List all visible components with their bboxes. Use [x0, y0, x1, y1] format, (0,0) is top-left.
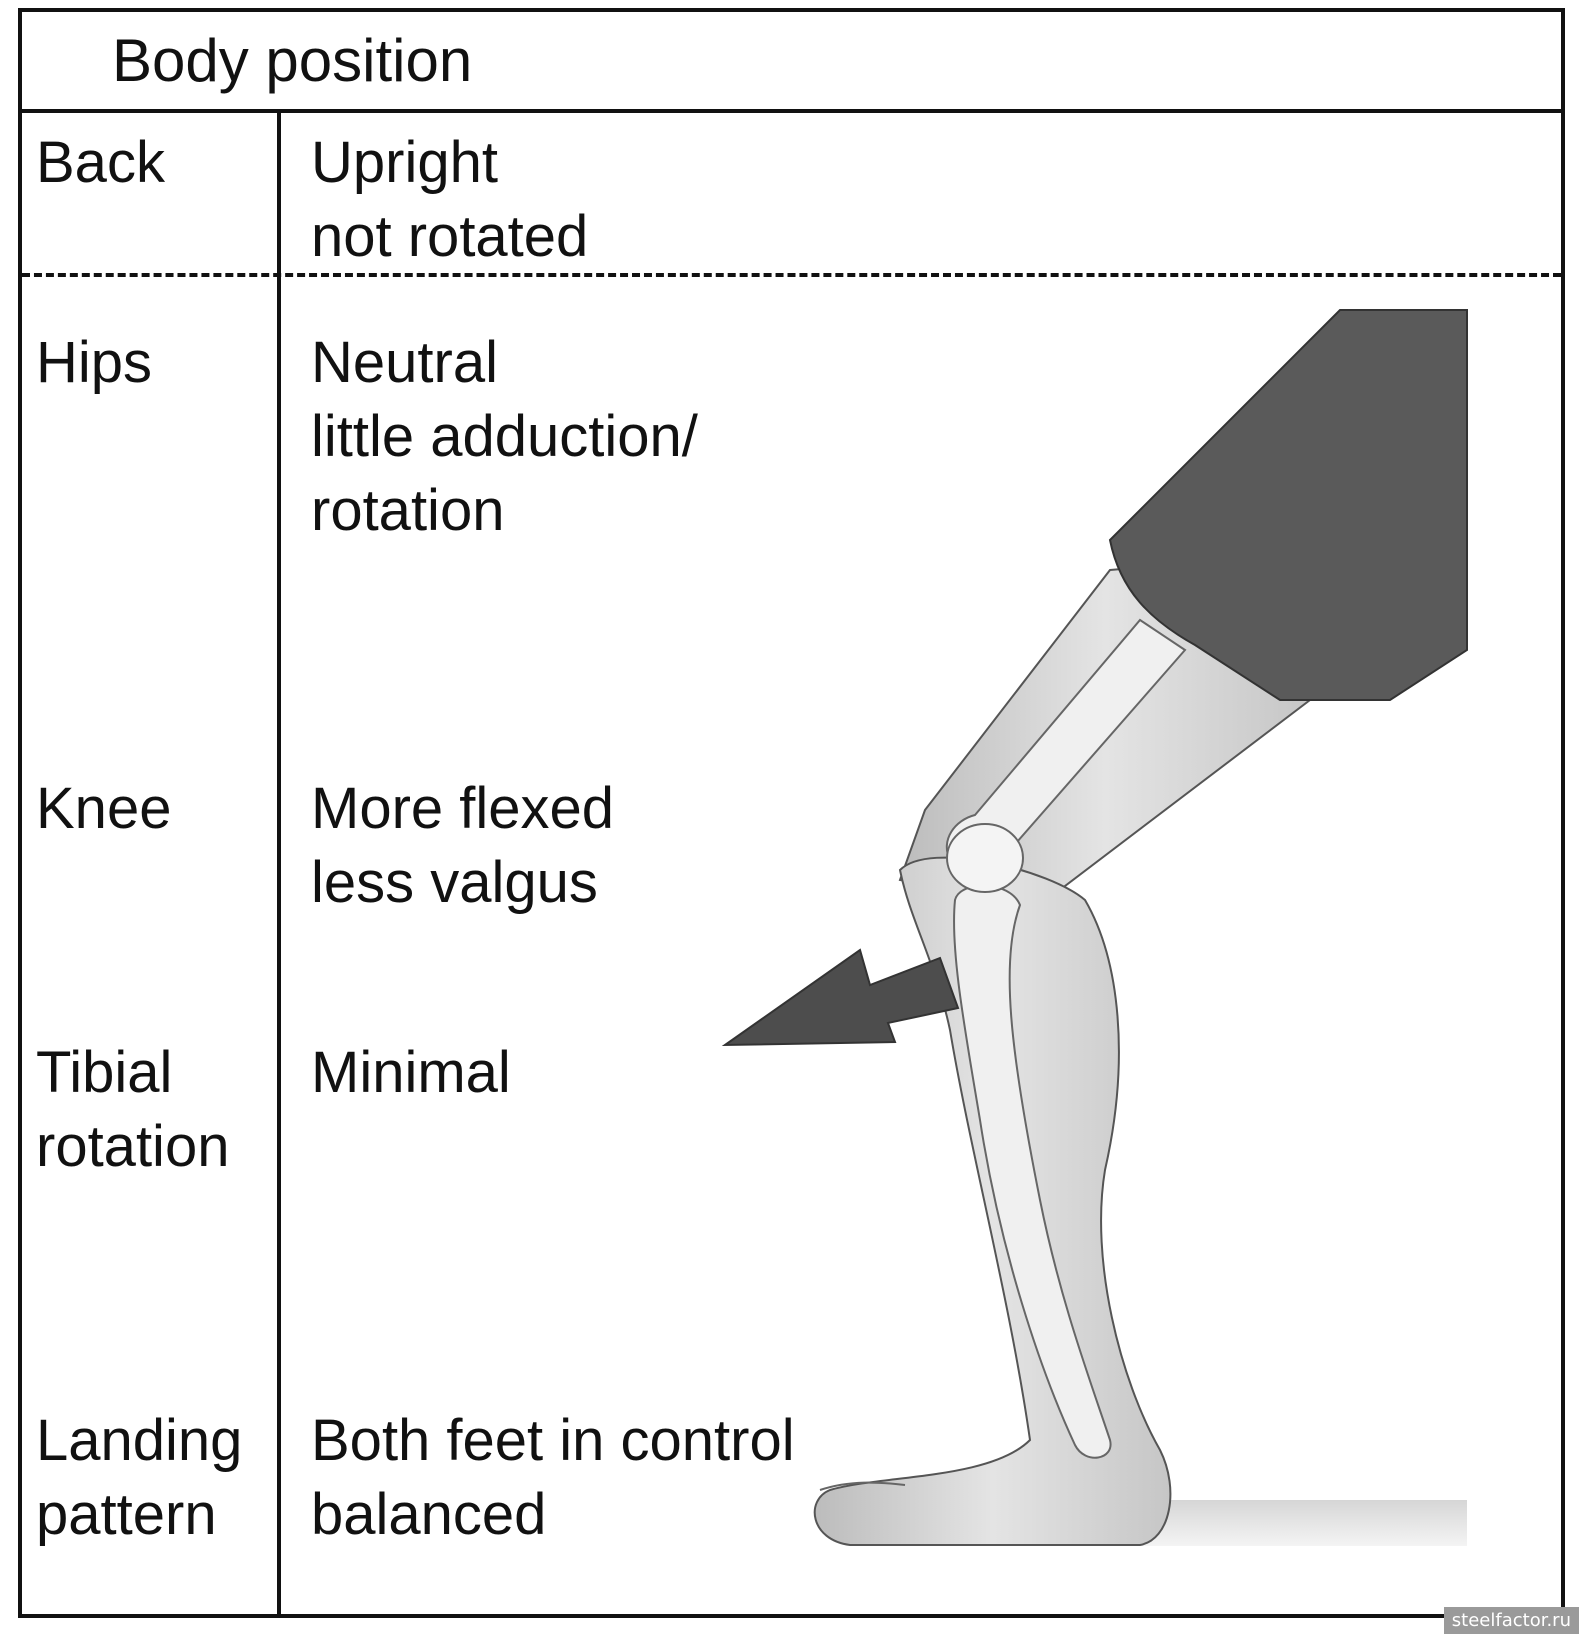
header-title: Body position [112, 27, 473, 94]
row-label-knee: Knee [36, 776, 172, 841]
row-label-back: Back [36, 130, 165, 195]
table-frame [18, 8, 1565, 1618]
arrow-icon [721, 948, 960, 1047]
patella-bone [946, 823, 1024, 893]
tibia-bone [953, 884, 1112, 1459]
column-divider [277, 111, 281, 1618]
watermark: steelfactor.ru [1443, 1607, 1579, 1634]
toes [819, 1481, 906, 1491]
row-value-tibial-rotation: Minimal [311, 1040, 511, 1105]
table-header: Body position [18, 8, 1565, 113]
row-label-hips: Hips [36, 330, 153, 395]
shorts [1108, 309, 1468, 701]
row-divider-dashed [22, 273, 1561, 277]
